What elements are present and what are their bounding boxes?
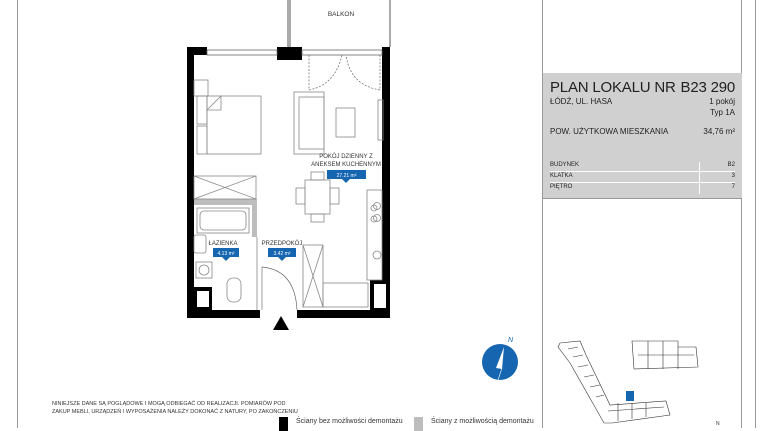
- unit-location-marker: [626, 391, 634, 401]
- site-map: N: [557, 340, 720, 427]
- room-name-hallway: PRZEDPOKÓJ: [262, 240, 303, 247]
- removable-walls: [194, 199, 257, 237]
- disclaimer-line-2: ZAKUP MEBLI, URZĄDZEŃ I WYPOSAŻENIA NALE…: [52, 409, 298, 415]
- legend-label-removable: Ściany z możliwością demontażu: [431, 418, 534, 425]
- balcony: [287, 0, 391, 47]
- balcony-label: BALKON: [328, 11, 355, 18]
- legend-swatch-removable: [414, 417, 423, 431]
- room-name-living-1: POKÓJ DZIENNY Z: [319, 153, 373, 160]
- area-badge-hallway: [268, 248, 296, 261]
- area-label: POW. UŻYTKOWA MIESZKANIA: [550, 127, 669, 136]
- disclaimer-line-1: NINIEJSZE DANE SĄ POGLĄDOWE I MOGĄ ODBIE…: [52, 401, 286, 407]
- room-name-bathroom: ŁAZIENKA: [208, 241, 237, 247]
- area-badge-bathroom: [213, 248, 239, 261]
- frame-line-panel: [542, 0, 543, 428]
- floor-plan: BALKON: [187, 0, 391, 330]
- frame-line-left: [17, 0, 18, 428]
- sitemap-top-line: [542, 198, 742, 199]
- compass: N: [482, 337, 518, 381]
- structural-walls: [187, 47, 390, 318]
- room-area-hallway: 3.42 m²: [274, 251, 291, 257]
- area-value: 34,76 m²: [703, 127, 735, 136]
- site-map-north-label: N: [716, 421, 720, 427]
- frame-line-right: [755, 0, 756, 428]
- rooms-count: 1 pokój: [709, 97, 735, 106]
- room-area-bathroom: 4.13 m²: [218, 251, 235, 257]
- legend-label-structural: Ściany bez możliwości demontażu: [296, 418, 403, 425]
- plan-title: PLAN LOKALU NR: [550, 79, 676, 96]
- disclaimer: NINIEJSZE DANE SĄ POGLĄDOWE I MOGĄ ODBIE…: [52, 400, 298, 416]
- compass-north-label: N: [508, 337, 514, 344]
- frame-line-panel-right: [741, 0, 742, 428]
- unit-number: B23 290: [680, 79, 736, 96]
- room-name-living-2: ANEKSEM KUCHENNYM: [311, 162, 381, 168]
- unit-info-panel: PLAN LOKALU NR B23 290 ŁÓDŹ, UL. HASA 1 …: [543, 73, 742, 198]
- compass-needle-icon: [496, 347, 504, 369]
- area-badge-living: [327, 170, 366, 183]
- legend-swatch-structural: [279, 417, 288, 431]
- unit-type: Typ 1A: [710, 108, 735, 117]
- room-area-living: 27.21 m²: [337, 173, 357, 179]
- address: ŁÓDŹ, UL. HASA: [550, 97, 613, 106]
- entrance-arrow-icon: [273, 316, 289, 330]
